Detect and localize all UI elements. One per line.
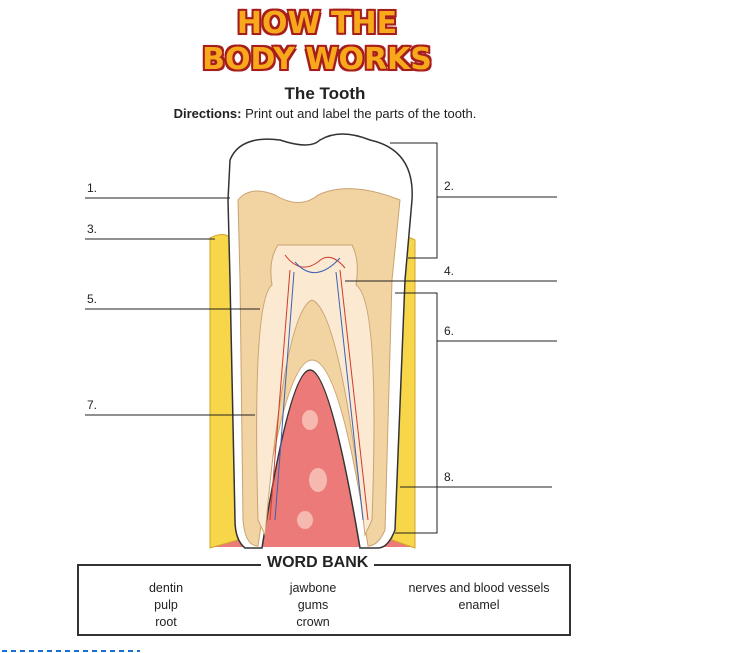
word: crown [296, 615, 330, 629]
word-bank-col-1: dentin pulp root [76, 580, 256, 631]
nerves [274, 257, 364, 521]
directions-text: Print out and label the parts of the too… [241, 106, 477, 121]
label-1: 1. [87, 181, 98, 195]
word: gums [297, 598, 329, 612]
directions-label: Directions: [173, 106, 242, 121]
label-2: 2. [444, 179, 455, 193]
word: jawbone [289, 581, 337, 595]
label-7: 7. [87, 398, 98, 412]
label-8: 8. [444, 470, 455, 484]
page-title: The Tooth [284, 84, 366, 103]
label-4: 4. [444, 264, 455, 278]
word-bank: WORD BANK dentin pulp root jawbone gums … [76, 554, 571, 636]
word: enamel [458, 598, 500, 612]
label-5: 5. [87, 292, 98, 306]
word-bank-col-2: jawbone gums crown [223, 580, 403, 631]
label-3: 3. [87, 222, 98, 236]
label-6: 6. [444, 324, 455, 338]
word-bank-title: WORD BANK [261, 554, 375, 572]
blood-vessels [269, 254, 369, 521]
directions: Directions: Print out and label the part… [0, 106, 650, 121]
leader-lines [85, 142, 557, 534]
word: dentin [148, 581, 184, 595]
logo-line1: HOW THE [236, 5, 398, 42]
word-bank-col-3: nerves and blood vessels enamel [389, 580, 569, 614]
logo-line2: BODY WORKS [201, 41, 433, 78]
word: pulp [154, 598, 178, 612]
word: root [155, 615, 177, 629]
word: nerves and blood vessels [408, 581, 550, 595]
